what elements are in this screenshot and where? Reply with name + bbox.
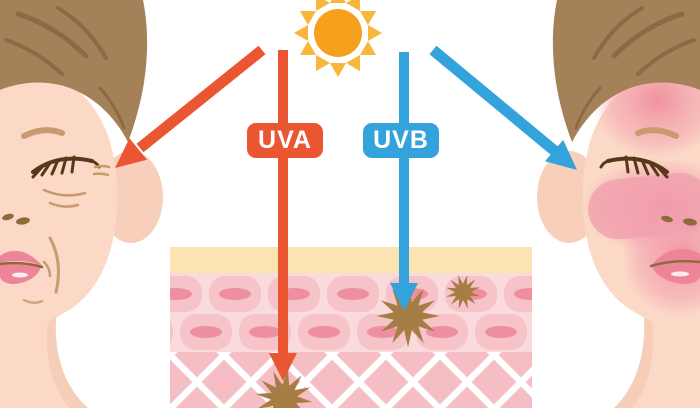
neck-shadow [46, 318, 88, 408]
uvb-ray-arrow [390, 52, 418, 311]
uva-face-arrow [115, 45, 266, 168]
uva-label-badge: UVA [247, 123, 323, 158]
sunburn-face-illustration [537, 0, 700, 408]
deep-collagen-layer [170, 352, 532, 408]
lips [0, 250, 44, 284]
nostrils [2, 213, 30, 225]
lips [649, 248, 700, 284]
hair [0, 0, 148, 142]
aged-face-illustration [0, 0, 163, 408]
sunburn-patches [582, 42, 700, 317]
sun-icon [294, 0, 382, 77]
hair [552, 0, 700, 142]
uvb-label-badge: UVB [363, 123, 439, 158]
wrinkles [22, 164, 111, 304]
closed-eye [31, 155, 101, 179]
face-skin [0, 58, 118, 408]
nostrils [661, 215, 697, 226]
closed-eye [599, 155, 669, 179]
hair-strands [574, 6, 696, 130]
epidermis-surface-layer [170, 247, 532, 273]
eyebrow [635, 127, 679, 139]
skin-cross-section [170, 247, 532, 408]
eyebrow [21, 127, 65, 139]
neck-shadow [614, 318, 654, 408]
damage-star-icon [441, 270, 485, 314]
hair-strands [4, 6, 126, 130]
uvb-face-arrow [429, 45, 577, 170]
uva-ray-arrow [269, 50, 297, 381]
